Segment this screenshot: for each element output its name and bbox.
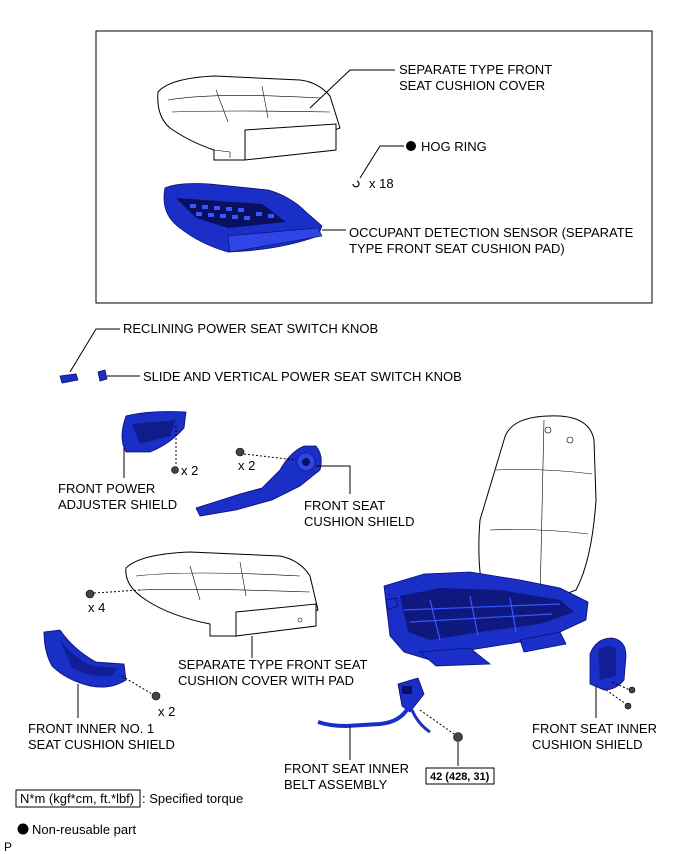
hog-ring-leader (359, 145, 404, 179)
reclining-knob-leader (69, 328, 120, 373)
upper-parts-frame (95, 30, 653, 304)
sensor-label-2: TYPE FRONT SEAT CUSHION PAD) (349, 241, 565, 256)
inner-no1-label-1: FRONT INNER NO. 1 (28, 721, 154, 736)
slide-knob-illustration (97, 369, 108, 382)
legend-nonreusable-text: Non-reusable part (32, 822, 136, 837)
screw-icon (85, 589, 95, 599)
occupant-detection-sensor-illustration (163, 183, 323, 253)
cushion-shield-leader (316, 465, 351, 494)
torque-value: 42 (428, 31) (430, 771, 490, 783)
belt-bolt-line (419, 709, 455, 735)
inner-belt-assembly-illustration (317, 677, 431, 734)
screw-icon (171, 466, 179, 474)
cushion-shield-qty: x 2 (238, 458, 255, 473)
torque-spec-box (425, 767, 495, 785)
inner-cushion-shield-illustration (589, 637, 627, 691)
reclining-knob-illustration (59, 373, 79, 384)
front-seat-cushion-shield-illustration (195, 445, 322, 517)
front-power-adjuster-shield-illustration (121, 411, 187, 453)
seat-cushion-cover-illustration (157, 75, 341, 161)
inner-no1-screw-line (121, 675, 153, 695)
legend-torque-desc: : Specified torque (142, 791, 243, 806)
inner-cushion-label-2: CUSHION SHIELD (532, 737, 643, 752)
hog-ring-icon (352, 180, 360, 188)
reclining-knob-label: RECLINING POWER SEAT SWITCH KNOB (123, 321, 378, 336)
hog-ring-label: HOG RING (421, 139, 487, 154)
inner-cushion-screw-line-2 (605, 689, 627, 705)
cushion-shield-label-2: CUSHION SHIELD (304, 514, 415, 529)
cover-pad-qty: x 4 (88, 600, 105, 615)
seat-assembly-illustration (383, 415, 597, 667)
bolt-icon (453, 732, 463, 742)
inner-belt-label-1: FRONT SEAT INNER (284, 761, 409, 776)
screw-icon (624, 686, 636, 710)
adjuster-shield-label-1: FRONT POWER (58, 481, 155, 496)
cushion-shield-screw-line (243, 453, 297, 461)
legend-nonreusable-dot-icon (17, 823, 29, 835)
adjuster-shield-qty: x 2 (181, 463, 198, 478)
hog-ring-qty: x 18 (369, 176, 394, 191)
slide-knob-label: SLIDE AND VERTICAL POWER SEAT SWITCH KNO… (143, 369, 462, 384)
inner-no1-label-2: SEAT CUSHION SHIELD (28, 737, 175, 752)
inner-cushion-screw-line-1 (611, 681, 631, 691)
cover-pad-label-2: CUSHION COVER WITH PAD (178, 673, 354, 688)
inner-cushion-label-1: FRONT SEAT INNER (532, 721, 657, 736)
inner-belt-label-2: BELT ASSEMBLY (284, 777, 388, 792)
sensor-label-1: OCCUPANT DETECTION SENSOR (SEPARATE (349, 225, 634, 240)
legend-torque-box (15, 789, 141, 808)
cover-pad-screw-line (93, 589, 141, 594)
cushion-cover-leader (309, 69, 395, 109)
corner-mark: P (4, 840, 12, 854)
cushion-cover-label-2: SEAT CUSHION COVER (399, 78, 545, 93)
cushion-cover-with-pad-illustration (125, 551, 319, 637)
inner-no1-qty: x 2 (158, 704, 175, 719)
legend-torque-units: N*m (kgf*cm, ft.*lbf) (20, 791, 134, 806)
nonreusable-dot-icon (406, 141, 416, 151)
screw-icon (235, 447, 245, 457)
screw-icon (151, 691, 161, 701)
cushion-cover-label-1: SEPARATE TYPE FRONT (399, 62, 552, 77)
adjuster-shield-label-2: ADJUSTER SHIELD (58, 497, 177, 512)
front-inner-no1-shield-illustration (43, 629, 127, 688)
cover-pad-label-1: SEPARATE TYPE FRONT SEAT (178, 657, 368, 672)
cushion-shield-label-1: FRONT SEAT (304, 498, 385, 513)
